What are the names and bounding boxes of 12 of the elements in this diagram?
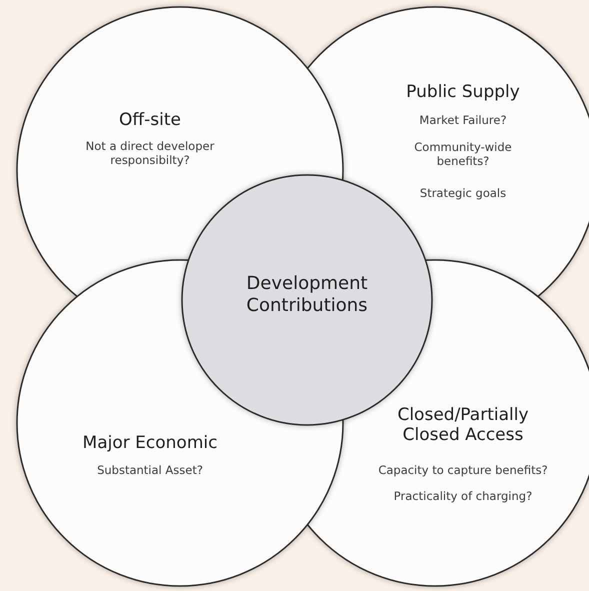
category-heading: Public Supply [405, 82, 521, 102]
center-label: Development Contributions [245, 273, 369, 316]
category-note: Community-wide benefits? [413, 141, 513, 169]
category-heading: Major Economic [82, 433, 218, 454]
category-note: Capacity to capture benefits? [377, 464, 549, 478]
category-note: Substantial Asset? [96, 464, 204, 478]
category-note: Not a direct developer responsibilty? [84, 140, 216, 168]
category-note: Practicality of charging? [392, 490, 534, 504]
category-note: Market Failure? [418, 114, 508, 128]
category-note: Strategic goals [418, 187, 508, 201]
category-heading: Closed/Partially Closed Access [396, 405, 530, 446]
category-heading: Off-site [118, 110, 182, 130]
